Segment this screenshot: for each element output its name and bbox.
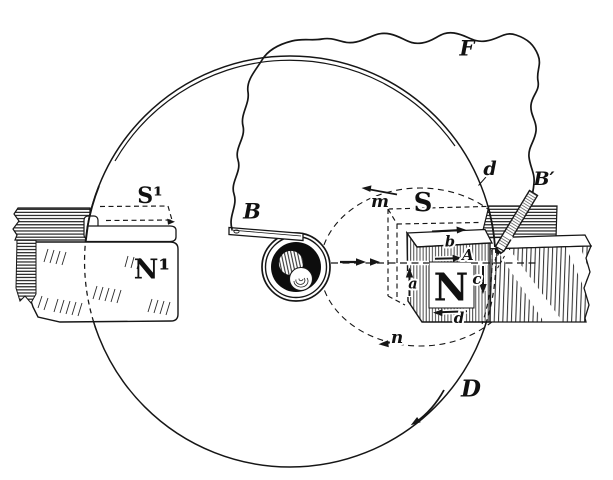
circuit-arrows	[405, 226, 487, 317]
label-brush-b: B	[242, 199, 261, 224]
left-upper-bar-front	[85, 225, 177, 243]
label-pole-n: N	[434, 265, 469, 310]
label-pole-n1: N¹	[134, 255, 171, 286]
n-label-panel	[428, 261, 475, 309]
left-block-body	[26, 241, 179, 323]
flux-arrows	[361, 185, 398, 348]
right-front-pole-block	[405, 228, 494, 323]
label-circuit-c: c	[472, 270, 481, 288]
label-disc-edge-d: d	[483, 158, 496, 180]
brush-rivet	[233, 229, 240, 234]
left-front-pole-block	[15, 225, 179, 323]
label-disc-d: D	[460, 376, 481, 403]
left-block-laminated-end	[15, 239, 37, 304]
radius-guide	[331, 258, 540, 266]
labels: F B B′ D d S N S¹ N¹ m n a b c d A	[134, 36, 555, 403]
support-block-highlight	[497, 250, 563, 322]
label-wire-f: F	[459, 36, 477, 61]
label-circuit-b: b	[445, 234, 455, 251]
rim-hidden-left	[83, 227, 97, 331]
axle-hub	[261, 232, 331, 302]
axle-shaft-grain	[293, 277, 309, 288]
left-back-pole-arrowhead	[167, 218, 175, 225]
rim-visible-left	[86, 185, 100, 229]
rim-hidden-right-inner	[481, 249, 493, 325]
label-area-a: A	[460, 246, 474, 264]
label-circuit-d: d	[454, 309, 465, 327]
right-support-block	[477, 234, 593, 323]
disc-rim-inner-edge	[114, 59, 456, 162]
left-back-pole-dashes	[99, 205, 173, 222]
label-circuit-a: a	[408, 276, 417, 293]
rotation-arrow	[410, 389, 445, 426]
support-block-highlight-2	[566, 246, 589, 288]
disc-edge-pointer	[478, 176, 487, 186]
radius-arrowhead-1	[356, 258, 366, 266]
right-back-pole-dashes	[387, 205, 506, 306]
rim-brush	[494, 189, 539, 255]
label-flux-n: n	[391, 328, 403, 348]
label-flux-m: m	[371, 192, 389, 212]
rim-brush-tip	[494, 248, 502, 255]
axle-brush	[228, 226, 304, 242]
label-brush-b-prime: B′	[532, 168, 554, 190]
radius-arrowhead-2	[370, 258, 380, 266]
left-block-shading	[37, 248, 171, 317]
rim-hidden-right-outer	[483, 247, 497, 329]
left-laminated-bar	[12, 207, 99, 241]
label-pole-s1: S¹	[137, 183, 163, 209]
label-pole-s: S	[414, 188, 433, 218]
flexible-wire	[230, 31, 541, 230]
